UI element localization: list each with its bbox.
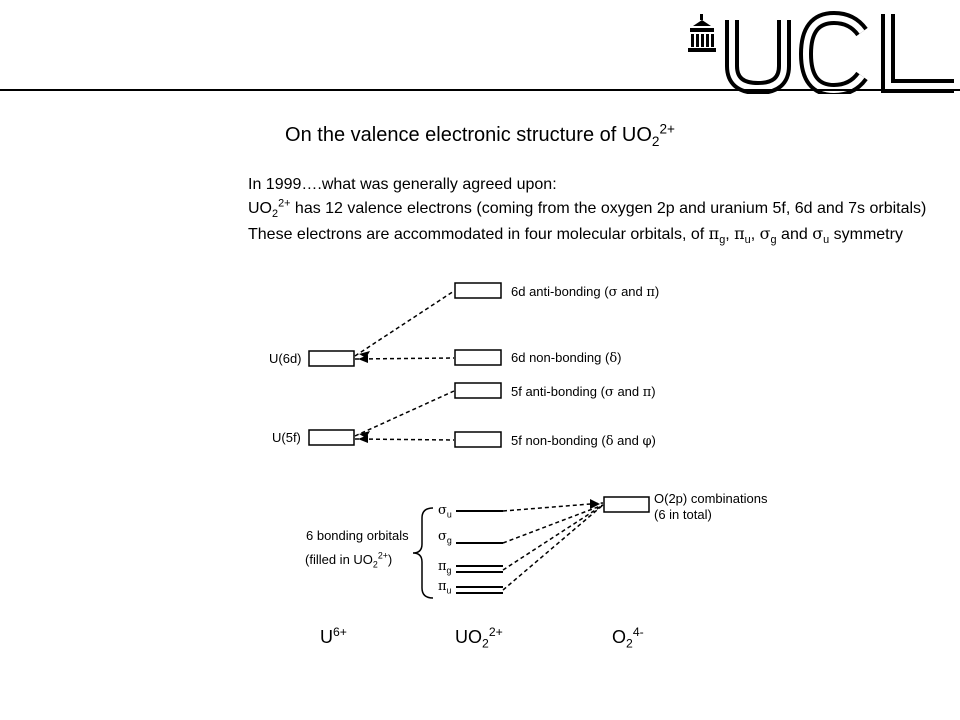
o2p-label-2: (6 in total) bbox=[654, 507, 712, 522]
level-6d-antibonding-label: 6d anti-bonding (σ and π) bbox=[511, 284, 660, 300]
connector-o2p-sigma-g bbox=[502, 504, 604, 544]
level-5f-antibonding-box bbox=[454, 382, 502, 399]
sym-label-pi-u: πu bbox=[438, 579, 452, 596]
connector-6d-ab bbox=[354, 290, 455, 357]
arrowhead bbox=[358, 355, 368, 363]
connector-5f-nb bbox=[354, 438, 455, 441]
connector-5f-ab bbox=[354, 390, 455, 437]
arrowhead bbox=[359, 351, 370, 358]
bottom-label-uo2: UO22+ bbox=[455, 625, 503, 651]
bottom-label-o2: O24- bbox=[612, 625, 644, 651]
level-6d-nonbonding-box bbox=[454, 349, 502, 366]
sym-label-pi-g: πg bbox=[438, 559, 452, 576]
brace bbox=[412, 507, 434, 599]
o2p-box bbox=[603, 496, 650, 513]
bonding-orbitals-label-1: 6 bonding orbitals bbox=[306, 528, 409, 543]
connector-6d-nb bbox=[354, 357, 455, 360]
sym-label-sigma-g: σg bbox=[438, 529, 452, 546]
u5f-label: U(5f) bbox=[272, 430, 301, 445]
intro-line-1: In 1999….what was generally agreed upon: bbox=[248, 176, 557, 193]
bottom-label-u6plus: U6+ bbox=[320, 625, 347, 647]
level-6d-antibonding-box bbox=[454, 282, 502, 299]
ucl-logo bbox=[676, 10, 960, 98]
page-title: On the valence electronic structure of U… bbox=[285, 121, 675, 149]
arrowhead bbox=[590, 499, 600, 509]
u5f-box bbox=[308, 429, 355, 446]
intro-line-2: UO22+ has 12 valence electrons (coming f… bbox=[248, 197, 927, 221]
arrowhead bbox=[359, 431, 370, 438]
intro-line-3: These electrons are accommodated in four… bbox=[248, 224, 903, 247]
level-5f-antibonding-label: 5f anti-bonding (σ and π) bbox=[511, 384, 656, 400]
header-rule bbox=[0, 89, 960, 91]
portico-icon bbox=[688, 14, 716, 52]
u6d-label: U(6d) bbox=[269, 351, 302, 366]
level-5f-nonbonding-label: 5f non-bonding (δ and φ) bbox=[511, 433, 656, 449]
connector-o2p-pi-u bbox=[502, 504, 604, 591]
arrowhead bbox=[358, 435, 368, 443]
level-6d-nonbonding-label: 6d non-bonding (δ) bbox=[511, 350, 622, 366]
o2p-label-1: O(2p) combinations bbox=[654, 491, 768, 506]
connector-o2p-pi-g bbox=[502, 504, 604, 571]
u6d-box bbox=[308, 350, 355, 367]
bonding-orbitals-label-2: (filled in UO22+) bbox=[305, 550, 393, 570]
connector-o2p-sigma-u bbox=[502, 502, 604, 512]
sym-label-sigma-u: σu bbox=[438, 503, 452, 520]
level-5f-nonbonding-box bbox=[454, 431, 502, 448]
